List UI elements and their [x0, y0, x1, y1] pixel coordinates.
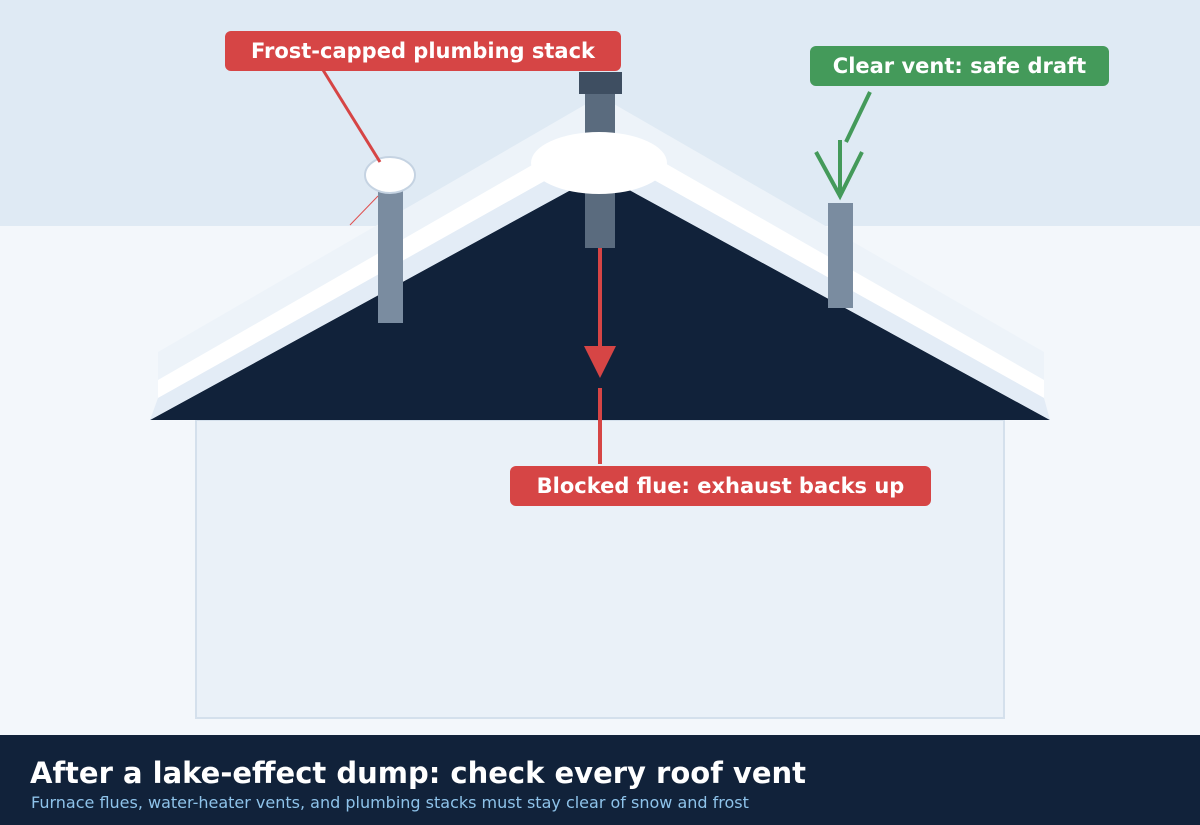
- footer-subtitle: Furnace flues, water-heater vents, and p…: [31, 793, 749, 812]
- footer-banner: After a lake-effect dump: check every ro…: [0, 735, 1200, 825]
- frost-capped-callout: Frost-capped plumbing stack: [225, 31, 621, 71]
- frost-crack-line: [349, 195, 379, 226]
- arrow-down-icon: [584, 346, 616, 378]
- draft-arrow-icon: [814, 151, 864, 201]
- clear-vent-pipe: [828, 203, 853, 308]
- frost-leader-line: [321, 69, 382, 163]
- blocked-flue-cap: [579, 72, 622, 94]
- blocked-flue-callout: Blocked flue: exhaust backs up: [510, 466, 931, 506]
- clear-vent-callout: Clear vent: safe draft: [810, 46, 1109, 86]
- snow-mound: [531, 132, 667, 194]
- frost-cap: [364, 156, 416, 194]
- clear-leader-line: [844, 91, 872, 143]
- plumbing-stack-pipe: [378, 190, 403, 323]
- house-wall: [195, 419, 1005, 719]
- footer-title: After a lake-effect dump: check every ro…: [30, 756, 806, 790]
